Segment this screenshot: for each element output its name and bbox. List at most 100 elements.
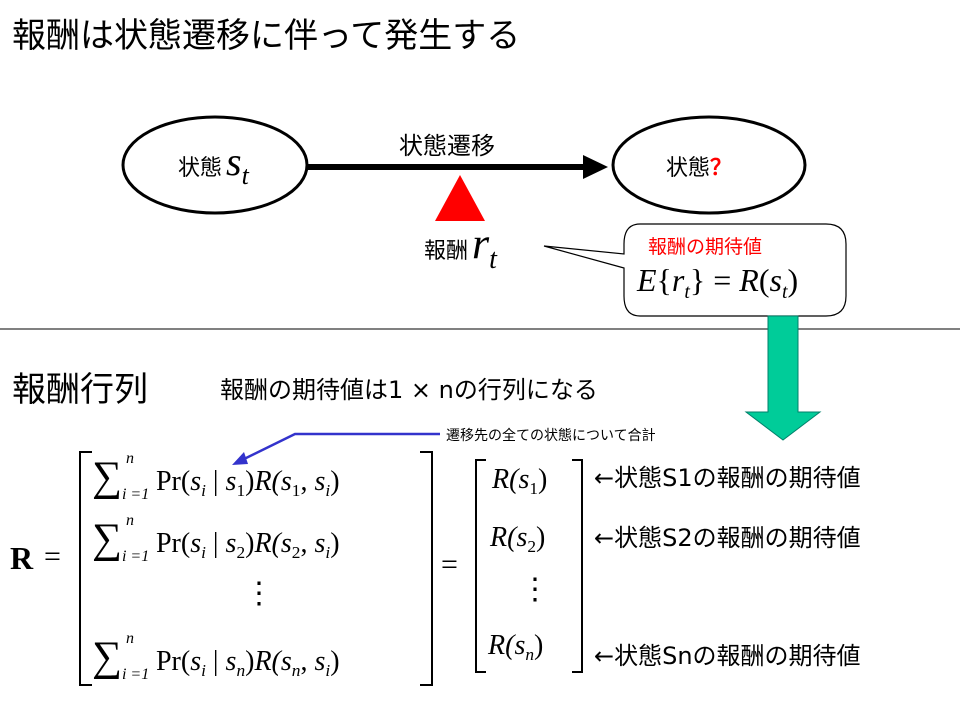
state-next-label: 状態？	[666, 150, 732, 182]
s-text: s	[518, 464, 530, 495]
close-text: )	[245, 528, 255, 559]
row-sub: 1	[291, 481, 301, 501]
state-current-symbol: s	[226, 139, 242, 184]
R-text: R(	[254, 646, 281, 677]
cf-rbrace: }	[689, 262, 706, 298]
close-text: )	[245, 646, 255, 677]
cf-rp: )	[787, 262, 799, 298]
matrix-vdots: ⋮	[244, 577, 274, 610]
s-text: s	[516, 522, 528, 553]
sum-symbol: ∑	[92, 634, 122, 680]
sum-lower: i =1	[121, 666, 150, 683]
vector-row-n: R(sn)	[488, 630, 543, 665]
close-text: )	[330, 466, 340, 497]
s-text: s	[190, 646, 202, 677]
cf-E: E	[637, 262, 657, 298]
annotation-arrow-head	[232, 452, 248, 465]
cf-R: R	[739, 262, 759, 298]
state-current-sub: t	[241, 161, 249, 191]
cf-eq: =	[713, 262, 732, 298]
vector-row-1: R(s1)	[492, 464, 547, 499]
section-heading: 報酬行列	[12, 370, 148, 410]
matrix-left-bracket	[79, 451, 92, 686]
row-sub: n	[236, 661, 246, 681]
close-text: )	[245, 466, 255, 497]
state-next-symbol: ？	[710, 156, 733, 181]
pr-text: Pr(	[155, 466, 191, 497]
row-sub: n	[525, 645, 535, 665]
vector-left-bracket	[475, 459, 486, 673]
reward-triangle	[435, 175, 485, 221]
i-sub: i	[325, 481, 331, 501]
s-text: s	[225, 646, 237, 677]
cf-s-sub: t	[781, 280, 788, 303]
i-sub: i	[201, 543, 206, 563]
i-sub: i	[201, 481, 206, 501]
i-sub: i	[325, 543, 331, 563]
sum-upper: n	[125, 630, 134, 647]
row-sub: 2	[291, 543, 301, 563]
transition-label: 状態遷移	[399, 132, 495, 160]
pr-text: Pr(	[155, 646, 191, 677]
row-note-1: ←状態S1の報酬の期待値	[594, 464, 861, 492]
s-text: s	[280, 646, 292, 677]
close-text: )	[534, 630, 544, 661]
reward-prefix: 報酬	[424, 239, 469, 264]
sum-lower: i =1	[121, 548, 150, 565]
close-text: )	[538, 464, 548, 495]
callout-formula: E{rt} = R(st)	[637, 262, 798, 304]
callout-bubble	[543, 223, 847, 317]
s-text: s	[225, 528, 237, 559]
sum-upper: n	[125, 512, 134, 529]
i-sub: i	[201, 661, 206, 681]
s-text: s	[514, 630, 526, 661]
reward-sub: t	[489, 243, 497, 275]
comma-text: ,	[300, 528, 308, 559]
row-sub: n	[291, 661, 301, 681]
row-sub: 2	[527, 537, 537, 557]
s-text: s	[314, 466, 326, 497]
bar-text: |	[212, 646, 219, 677]
comma-text: ,	[300, 646, 308, 677]
section-note: 報酬の期待値は1 × nの行列になる	[220, 376, 598, 404]
reward-symbol: r	[472, 219, 490, 268]
vector-right-bracket	[572, 459, 583, 673]
pr-text: Pr(	[155, 528, 191, 559]
row-sub: 1	[236, 481, 246, 501]
bar-text: |	[212, 528, 219, 559]
state-next-prefix: 状態	[666, 156, 711, 181]
transition-arrow-head	[583, 155, 608, 179]
cf-s: s	[769, 262, 782, 298]
matrix-lhs: R	[10, 540, 34, 576]
s-text: s	[280, 528, 292, 559]
R-text: R(	[492, 464, 519, 495]
s-text: s	[314, 646, 326, 677]
down-arrow	[744, 315, 822, 441]
vector-eq: =	[441, 548, 458, 581]
bar-text: |	[212, 466, 219, 497]
sum-lower: i =1	[121, 486, 150, 503]
annotation-label: 遷移先の全ての状態について合計	[446, 428, 656, 444]
matrix-eq: =	[44, 540, 61, 573]
s-text: s	[190, 466, 202, 497]
R-text: R(	[488, 630, 515, 661]
sum-upper: n	[125, 450, 134, 467]
callout-title: 報酬の期待値	[648, 236, 763, 258]
close-text: )	[536, 522, 546, 553]
sum-limits: n i =1	[122, 450, 156, 503]
close-text: )	[330, 646, 340, 677]
R-text: R(	[254, 528, 281, 559]
cf-lbrace: {	[656, 262, 672, 298]
row-sub: 1	[529, 479, 539, 499]
row-note-n: ←状態Snの報酬の期待値	[594, 642, 861, 670]
sum-limits: n i =1	[122, 512, 156, 565]
close-text: )	[330, 528, 340, 559]
state-next-ellipse	[611, 115, 807, 215]
s-text: s	[280, 466, 292, 497]
cf-r-sub: t	[684, 280, 690, 303]
cf-r: r	[671, 262, 685, 298]
s-text: s	[225, 466, 237, 497]
